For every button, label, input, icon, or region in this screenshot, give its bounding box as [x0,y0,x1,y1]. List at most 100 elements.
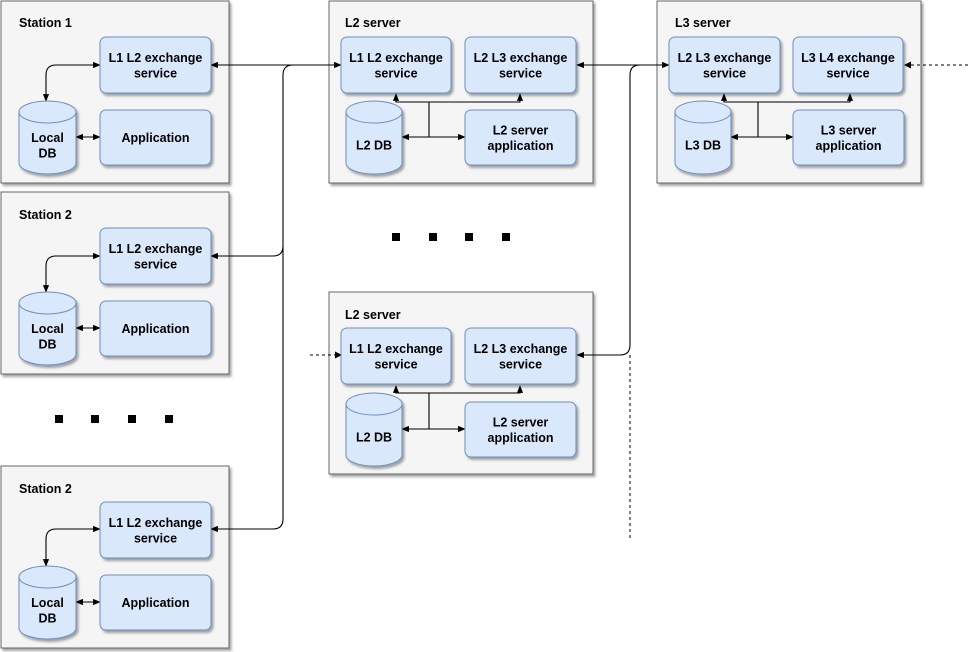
l2l3-bus-vertical [629,64,641,76]
node-label-line: L2 server [493,123,549,137]
l2a-hub-l2l3-edge [429,93,524,103]
node-box [668,36,781,94]
cylinder-icon [345,392,403,467]
node-label-line: L1 L2 exchange [109,51,203,65]
node-label-line: L1 L2 exchange [109,516,203,530]
node-label-line: L2 DB [356,139,392,153]
node-box [99,574,212,631]
node-label-line: service [134,257,177,271]
cylinder-rim [345,403,403,416]
middle-ellipsis [392,233,510,241]
node-label-line: L2 L3 exchange [678,51,772,65]
l2b-l2-server-application: L2 server application [464,401,577,458]
l2b-l2-db: L2 DB [345,392,403,467]
cylinder-rim [345,111,403,124]
node-label-line: L3 server [821,123,877,137]
node-label-line: Local [31,322,64,336]
s3-application: Application [99,574,212,631]
node-label-line: service [499,66,542,80]
l2b-hub-l1l2-edge [392,385,429,394]
l3-l3-db: L3 DB [674,100,732,175]
node-label-line: service [703,66,746,80]
node-label-line: L1 L2 exchange [109,242,203,256]
cylinder-icon [18,100,77,175]
node-box [464,401,577,458]
l2a-l2-db: L2 DB [345,100,403,175]
cylinder-rim [18,111,77,124]
left-ellipsis [55,415,173,423]
cylinder-icon [18,291,77,366]
node-label-line: L3 DB [685,139,721,153]
cylinder-rim [18,302,77,315]
node-label-line: service [499,357,542,371]
node-label-line: DB [38,611,56,625]
l3l4-arrowhead [904,61,911,69]
l3-server-title: L3 server [675,16,731,30]
s3-bus-edge [210,518,284,533]
node-box [99,36,212,94]
s1-application: Application [99,109,212,166]
node-label-line: L2 L3 exchange [474,342,568,356]
ellipsis-dot [465,233,473,241]
s2-bus-edge [210,245,284,260]
node-label-line: application [816,139,882,153]
node-label-line: L2 L3 exchange [474,51,568,65]
s3-exchange-db-edge [42,525,101,567]
node-box [340,327,452,385]
cylinder-rim [674,111,732,124]
node-label-line: DB [38,146,56,160]
l3-hub-l3l4-edge [758,93,854,103]
node-label-line: Local [31,596,64,610]
s2-exchange-db-edge [42,252,101,293]
node-box [99,109,212,166]
node-box [464,327,577,385]
node-label-line: Application [121,131,189,145]
l2b-incoming-arrowhead [335,351,342,359]
node-box [464,109,577,166]
ellipsis-dot [91,415,99,423]
l2-server-a-title: L2 server [345,16,401,30]
station-1-title: Station 1 [19,16,72,30]
ellipsis-dot [502,233,510,241]
l2b-hub-l2l3-edge [429,385,524,394]
node-label-line: application [488,431,554,445]
node-box [99,227,212,285]
node-label-line: L1 L2 exchange [349,342,443,356]
l3-hub-l2l3-edge [720,93,758,103]
l2l3-bus-edge [576,75,631,359]
node-box [99,300,212,357]
node-label-line: DB [38,337,56,351]
node-label-line: L2 DB [356,431,392,445]
cylinder-icon [18,565,77,640]
ellipsis-dot [55,415,63,423]
node-label-line: Application [121,596,189,610]
l2-server-b-title: L2 server [345,308,401,322]
station-3-title: Station 2 [19,482,72,496]
node-label-line: service [374,357,417,371]
ellipsis-dot [429,233,437,241]
node-label-line: service [134,531,177,545]
node-label-line: L2 server [493,415,549,429]
cylinder-icon [674,100,732,175]
ellipsis-dot [128,415,136,423]
cylinder-rim [18,576,77,589]
node-box [792,36,904,94]
node-box [340,36,452,94]
cylinder-icon [345,100,403,175]
node-label-line: L3 L4 exchange [801,51,895,65]
s1-exchange-db-edge [42,61,101,102]
node-label-line: service [134,66,177,80]
